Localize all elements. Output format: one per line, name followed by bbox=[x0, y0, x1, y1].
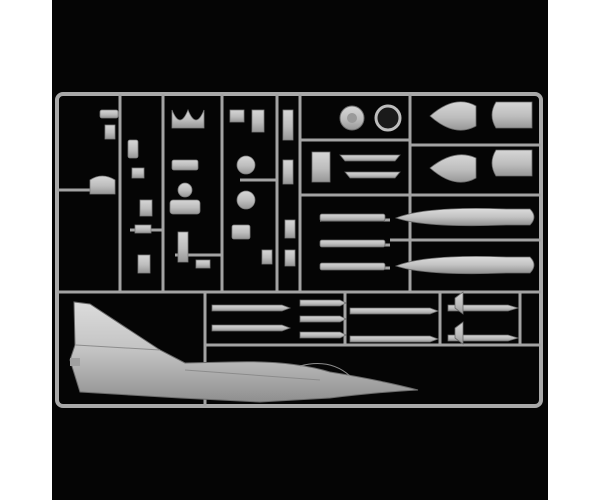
missile-parts bbox=[211, 291, 520, 345]
pylon-parts bbox=[319, 154, 401, 271]
small-parts-upper-left bbox=[89, 108, 296, 274]
fuselage-part bbox=[69, 301, 419, 403]
wheel-parts bbox=[311, 104, 402, 183]
drop-tank-parts bbox=[394, 208, 535, 275]
intake-parts bbox=[429, 101, 533, 183]
